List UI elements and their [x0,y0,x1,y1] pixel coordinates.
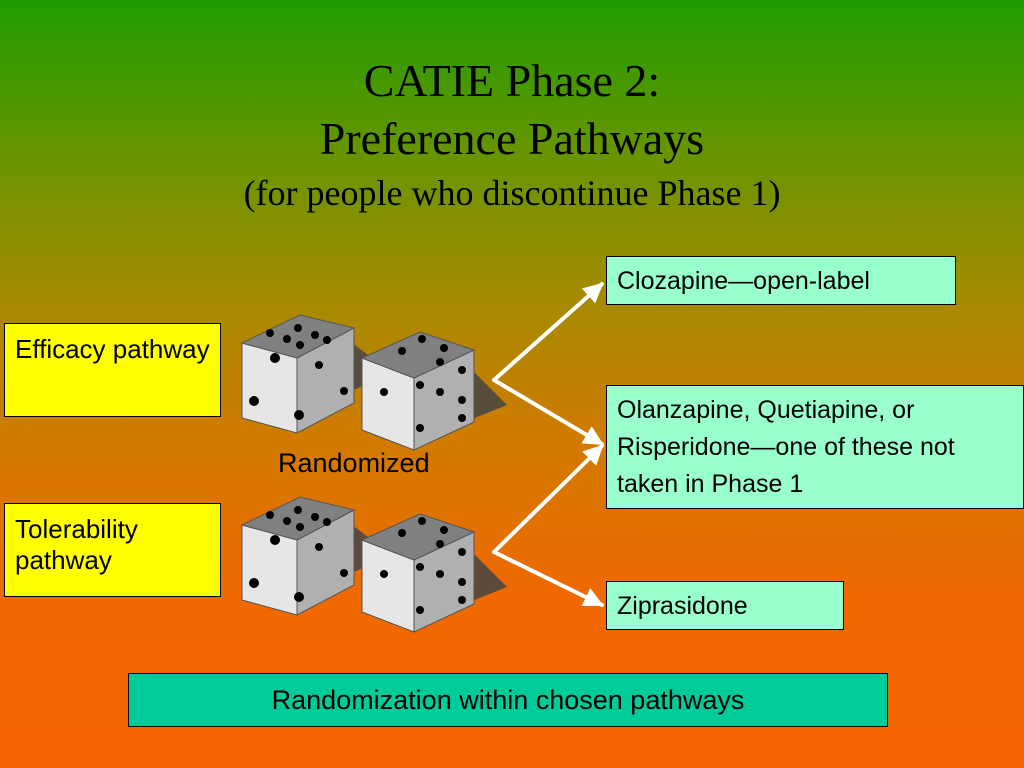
arrow-icon [492,378,604,446]
title-subtitle: (for people who discontinue Phase 1) [243,173,781,213]
olanzapine-option-box: Olanzapine, Quetiapine, or Risperidone—o… [606,385,1024,509]
dice-icon [361,331,508,451]
efficacy-pathway-label: Efficacy pathway [15,334,210,364]
title-line-2: Preference Pathways [319,113,705,164]
footer-label: Randomization within chosen pathways [271,685,745,715]
randomized-label: Randomized [278,448,430,478]
ziprasidone-option-box: Ziprasidone [606,581,844,630]
arrow-icon [492,282,604,382]
tolerability-pathway-label: Tolerability pathway [15,514,138,575]
footer-box: Randomization within chosen pathways [128,673,888,727]
clozapine-option-box: Clozapine—open-label [606,256,956,305]
slide-title: CATIE Phase 2: Preference Pathways (for … [0,52,1024,218]
dice-icon [361,513,508,633]
arrow-icon [492,444,604,554]
clozapine-option-label: Clozapine—open-label [617,267,870,295]
ziprasidone-option-label: Ziprasidone [617,592,748,620]
tolerability-pathway-box: Tolerability pathway [4,503,221,597]
efficacy-pathway-box: Efficacy pathway [4,323,221,417]
title-line-1: CATIE Phase 2: [363,55,661,106]
arrow-icon [492,550,604,607]
olanzapine-option-label: Olanzapine, Quetiapine, or Risperidone—o… [617,396,955,498]
